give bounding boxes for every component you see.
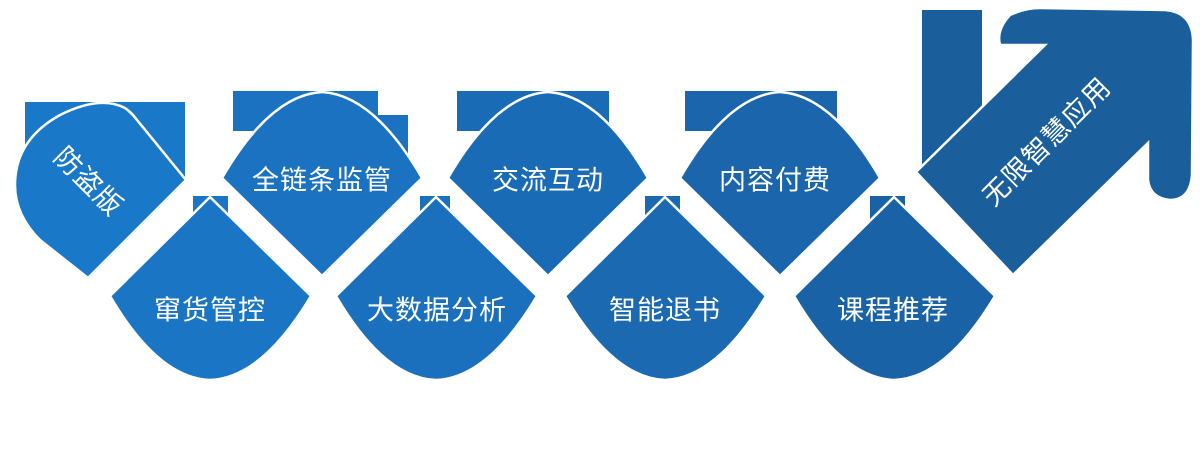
upper-label-3: 内容付费 — [719, 165, 831, 197]
lower-shape-1 — [108, 195, 313, 382]
lower-shape-4 — [792, 195, 997, 382]
lower-shape-2 — [334, 195, 539, 382]
upper-shape-3 — [678, 90, 882, 278]
lower-label-3: 智能退书 — [609, 295, 721, 327]
upper-shape-2 — [446, 90, 650, 278]
arrow-shape — [914, 6, 1195, 277]
lower-label-2: 大数据分析 — [367, 295, 507, 327]
upper-shape-1 — [220, 90, 424, 278]
upper-label-1: 全链条监管 — [252, 165, 392, 197]
lower-shape-3 — [563, 195, 768, 382]
upper-label-2: 交流互动 — [492, 165, 604, 197]
start-shape — [13, 101, 188, 280]
lower-label-4: 课程推荐 — [837, 295, 949, 327]
lower-label-1: 窜货管控 — [154, 295, 266, 327]
